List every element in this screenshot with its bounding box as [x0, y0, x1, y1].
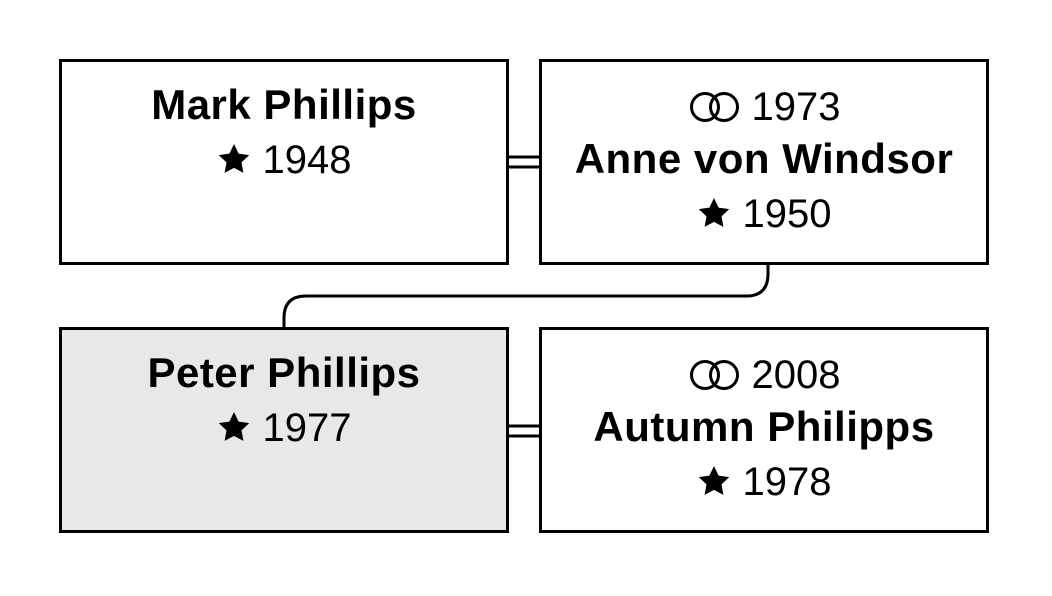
wedding-rings-icon	[689, 360, 739, 390]
birth-year: 1948	[262, 138, 352, 182]
spouse-connector-2008	[509, 424, 539, 438]
person-card-anne-von-windsor[interactable]: 1973 Anne von Windsor 1950	[539, 59, 989, 265]
star-icon	[698, 198, 729, 227]
marriage-line: 2008	[542, 348, 986, 402]
marriage-year: 2008	[751, 353, 841, 397]
person-name: Anne von Windsor	[574, 135, 954, 182]
birth-line: 1978	[542, 452, 986, 512]
wedding-rings-icon	[689, 92, 739, 122]
star-icon	[698, 466, 729, 495]
birth-line: 1977	[62, 398, 506, 458]
birth-year: 1950	[742, 192, 832, 236]
star-icon	[218, 144, 249, 173]
marriage-line: 1973	[542, 80, 986, 134]
star-icon	[218, 412, 249, 441]
birth-year: 1977	[262, 406, 352, 450]
marriage-year: 1973	[751, 85, 841, 129]
person-card-mark-phillips[interactable]: Mark Phillips 1948	[59, 59, 509, 265]
person-card-peter-phillips[interactable]: Peter Phillips 1977	[59, 327, 509, 533]
person-name: Mark Phillips	[151, 81, 417, 128]
birth-line: 1948	[62, 130, 506, 190]
person-card-autumn-philipps[interactable]: 2008 Autumn Philipps 1978	[539, 327, 989, 533]
birth-year: 1978	[742, 460, 832, 504]
spouse-connector-1973	[509, 155, 539, 169]
parent-child-connector	[282, 265, 770, 327]
person-name: Peter Phillips	[147, 349, 421, 396]
birth-line: 1950	[542, 184, 986, 244]
person-name: Autumn Philipps	[593, 403, 935, 450]
